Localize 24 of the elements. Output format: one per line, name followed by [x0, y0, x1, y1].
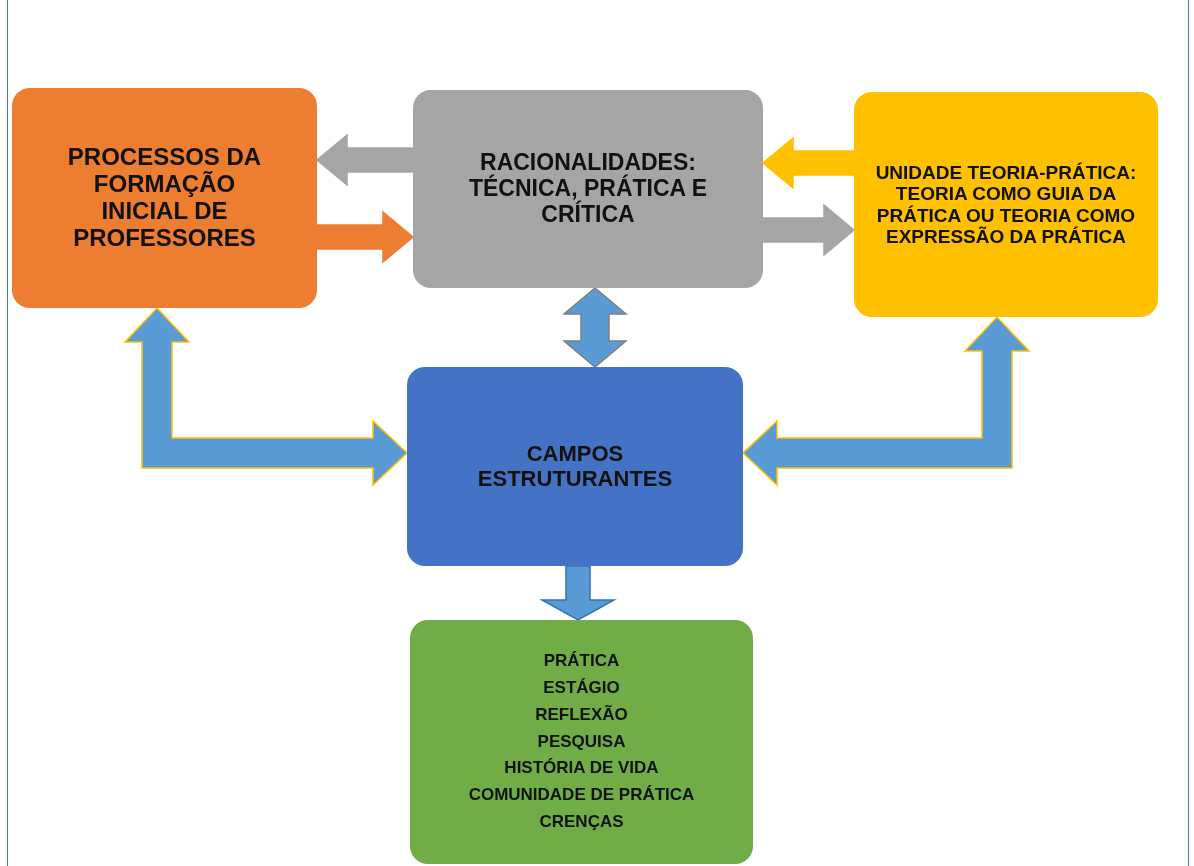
block-arrow	[315, 133, 414, 187]
box-text: ESTÁGIO	[543, 676, 620, 699]
block-arrow	[123, 306, 409, 487]
box-text: UNIDADE TEORIA-PRÁTICA: TEORIA COMO GUIA DA PRÁTICA OU TEORIA COMO EXPRESSÃO DA PRÁTICA	[874, 161, 1138, 248]
process-box	[413, 90, 763, 288]
block-arrow	[539, 565, 617, 621]
box-text: PROCESSOS DA FORMAÇÃO INICIAL DE PROFESSORES	[66, 144, 263, 252]
block-arrow	[762, 203, 856, 257]
process-box	[854, 92, 1158, 317]
box-text: CRENÇAS	[539, 811, 624, 834]
box-text: COMUNIDADE DE PRÁTICA	[468, 784, 695, 807]
block-arrow	[316, 210, 415, 264]
block-arrow	[741, 315, 1031, 487]
block-arrow	[761, 136, 855, 190]
block-arrow	[561, 287, 629, 368]
box-text: HISTÓRIA DE VIDA	[504, 757, 659, 780]
box-text: PRÁTICA	[543, 650, 620, 672]
process-box	[407, 367, 743, 566]
process-box	[410, 620, 753, 864]
box-text: REFLEXÃO	[535, 703, 628, 726]
process-box	[12, 88, 317, 308]
box-text: CAMPOS ESTRUTURANTES	[476, 441, 674, 492]
box-text: RACIONALIDADES: TÉCNICA, PRÁTICA E CRÍTICA	[467, 150, 709, 228]
box-text: PESQUISA	[537, 730, 626, 753]
